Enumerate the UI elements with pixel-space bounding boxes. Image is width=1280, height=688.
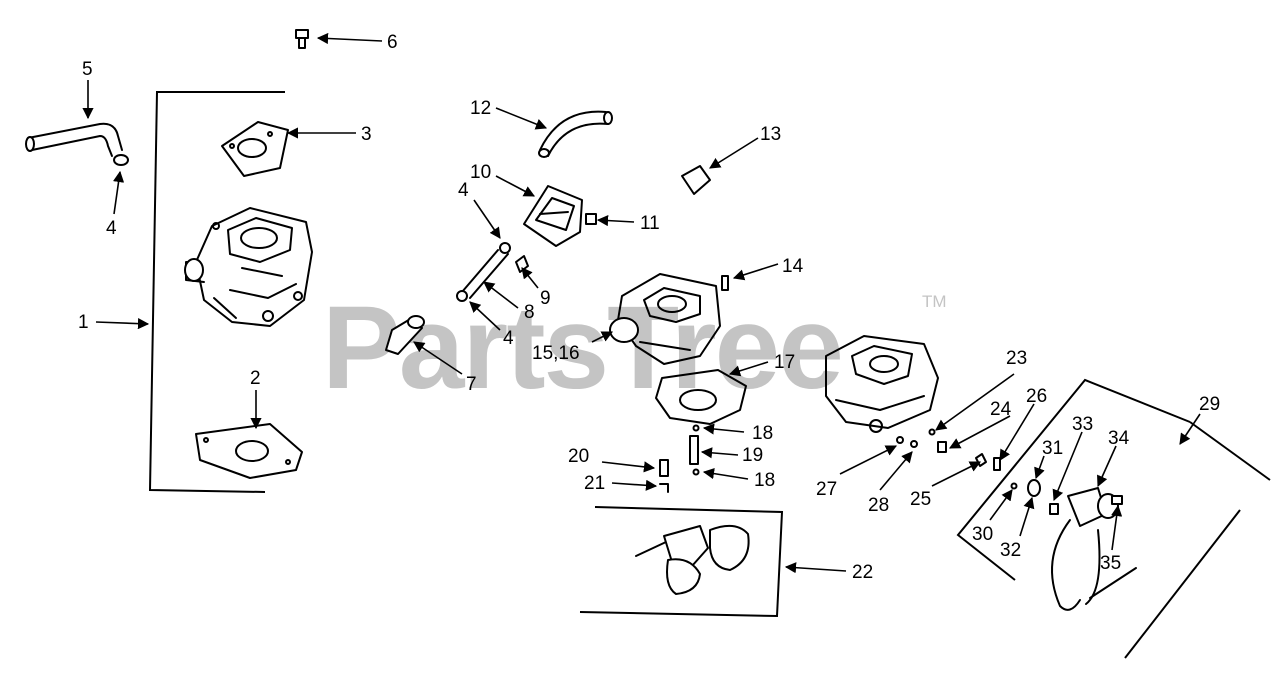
fitting-part-11 xyxy=(585,213,597,225)
leader-lines xyxy=(82,32,1201,574)
callout-6: 6 xyxy=(387,32,398,53)
callout-2: 2 xyxy=(250,368,261,389)
solenoid-kit-parts xyxy=(1010,479,1137,611)
callout-19: 19 xyxy=(742,445,763,466)
small-hardware-parts xyxy=(896,428,1001,471)
upper-gasket-part xyxy=(221,121,289,177)
callout-12: 12 xyxy=(470,98,491,119)
clamp-part xyxy=(681,165,711,195)
trademark-mark: TM xyxy=(922,292,947,311)
callout-31: 31 xyxy=(1042,438,1063,459)
callout-35: 35 xyxy=(1100,553,1121,574)
callout-33: 33 xyxy=(1072,414,1093,435)
valve-housing-part xyxy=(523,185,583,247)
callout-10: 10 xyxy=(470,162,491,183)
callout-7: 7 xyxy=(466,374,477,395)
watermark-text: PartsTree xyxy=(322,282,842,414)
assembly-bracket-1 xyxy=(148,91,285,493)
screw-part-14 xyxy=(721,275,729,291)
callout-1: 1 xyxy=(78,312,89,333)
callout-23: 23 xyxy=(1006,348,1027,369)
callout-20: 20 xyxy=(568,446,589,467)
callout-18-bottom: 18 xyxy=(754,470,775,491)
watermark: PartsTree TM xyxy=(322,282,947,414)
callout-32: 32 xyxy=(1000,540,1021,561)
callout-25: 25 xyxy=(910,489,931,510)
callout-8: 8 xyxy=(524,302,535,323)
callout-15-16: 15,16 xyxy=(532,343,580,364)
callout-5: 5 xyxy=(82,59,93,80)
kit-bracket-29 xyxy=(956,378,1271,659)
tube-part-8 xyxy=(456,242,511,302)
callout-4-left: 4 xyxy=(106,218,117,239)
callout-9: 9 xyxy=(540,288,551,309)
callout-4-low: 4 xyxy=(503,328,514,349)
callout-13: 13 xyxy=(760,124,781,145)
fuel-hose-part xyxy=(25,122,129,166)
kit-bracket-22 xyxy=(579,506,784,618)
pin-part-19 xyxy=(689,424,700,476)
callout-11: 11 xyxy=(640,213,660,234)
callout-34: 34 xyxy=(1108,428,1130,449)
callout-29: 29 xyxy=(1199,394,1220,415)
callout-17: 17 xyxy=(774,352,795,373)
vent-hose-part xyxy=(538,110,613,158)
callout-21: 21 xyxy=(584,473,605,494)
callout-14: 14 xyxy=(782,256,804,277)
lower-gasket-part xyxy=(195,423,303,479)
carburetor-body-right-part xyxy=(825,335,939,433)
screw-part-20 xyxy=(659,459,669,493)
bowl-gasket-part xyxy=(655,369,747,425)
carburetor-body-part xyxy=(609,273,721,365)
fuel-filter-part xyxy=(385,315,425,355)
callout-24: 24 xyxy=(990,399,1012,420)
callout-3: 3 xyxy=(361,124,372,145)
callout-4-mid: 4 xyxy=(458,180,469,201)
screw-part-9 xyxy=(515,255,529,273)
float-part xyxy=(635,524,750,595)
callout-26: 26 xyxy=(1026,386,1047,407)
carburetor-assembly-part xyxy=(184,207,313,327)
callout-30: 30 xyxy=(972,524,993,545)
callout-22: 22 xyxy=(852,562,873,583)
callout-27: 27 xyxy=(816,479,837,500)
callout-18-top: 18 xyxy=(752,423,773,444)
screw-part-6 xyxy=(295,29,309,49)
callout-labels: 5 4 6 3 1 2 7 12 13 10 11 4 9 8 4 14 15,… xyxy=(78,32,1220,583)
callout-28: 28 xyxy=(868,495,889,516)
